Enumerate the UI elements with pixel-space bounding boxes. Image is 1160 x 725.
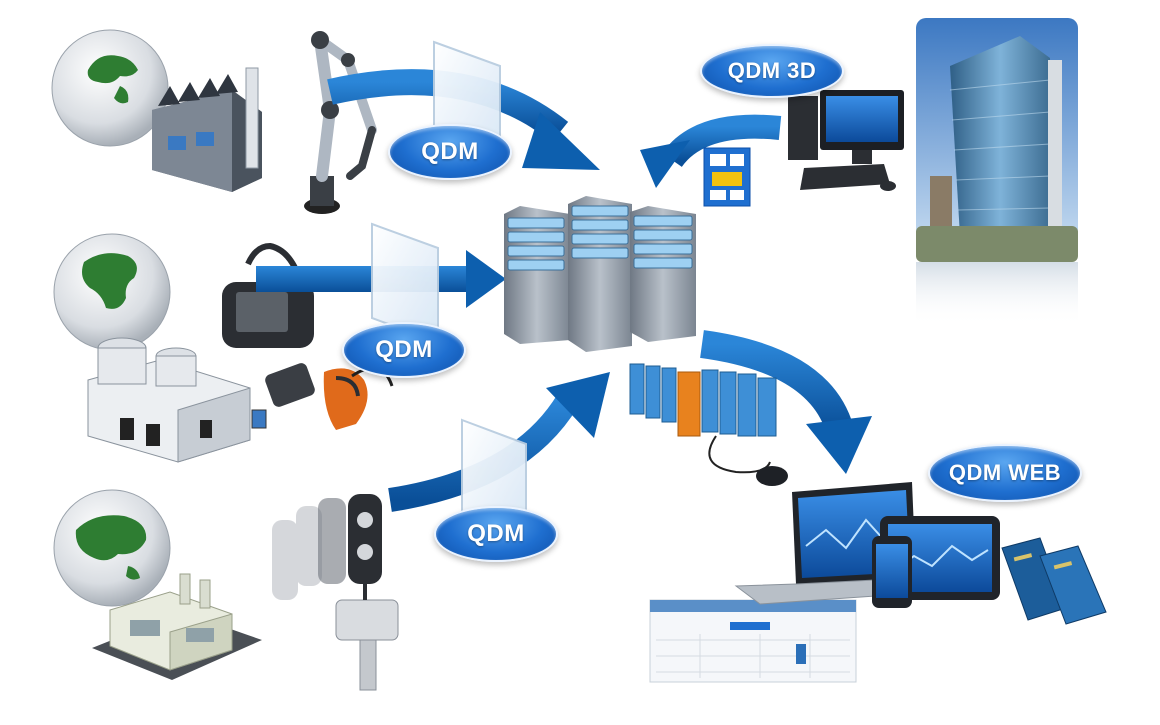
mouse-icon — [708, 435, 788, 486]
workstation-3d-icon — [788, 90, 904, 191]
globe-north-america-icon — [53, 233, 171, 351]
arrow-3d-to-server — [640, 114, 782, 188]
file-archive-icon — [629, 363, 777, 437]
qdm-label-bottom: QDM — [434, 506, 558, 562]
smartphone-icon — [872, 536, 912, 608]
qdm-label-middle: QDM — [342, 322, 466, 378]
server-cluster-icon — [504, 196, 696, 352]
3d-model-card-icon — [703, 147, 751, 207]
factory-europe-icon — [152, 67, 262, 192]
robot-probe-icon — [272, 494, 399, 691]
office-building-photo — [916, 18, 1078, 326]
measuring-arm-icon — [304, 31, 377, 214]
arrow-server-to-web — [700, 330, 872, 474]
passport-booklets-icon — [1001, 537, 1107, 625]
factory-asia-icon — [92, 573, 262, 680]
web-report-screenshot — [649, 599, 857, 683]
factory-north-america-icon — [87, 337, 267, 463]
qdm-web-label: QDM WEB — [928, 444, 1082, 502]
globe-asia-icon — [53, 489, 171, 607]
handheld-scanner-kit-icon — [222, 242, 394, 430]
qdm-label-top: QDM — [388, 124, 512, 180]
globe-europe-icon — [51, 29, 169, 147]
qdm-3d-label: QDM 3D — [700, 44, 844, 98]
